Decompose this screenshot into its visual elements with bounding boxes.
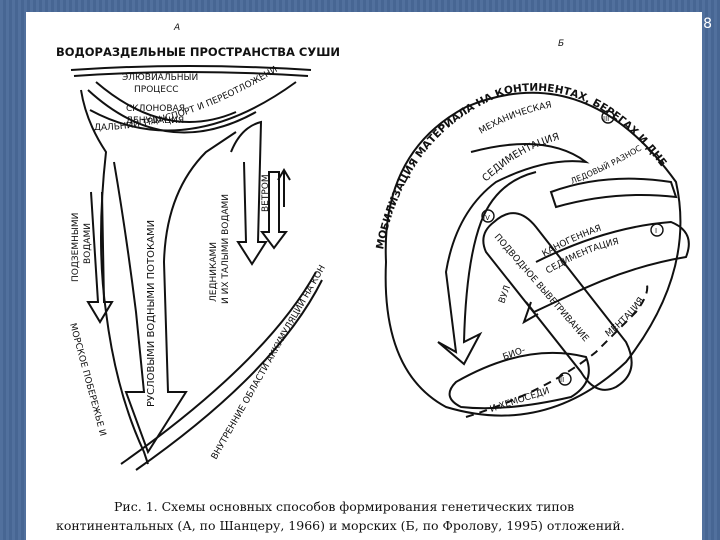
outline-right-2: [135, 279, 323, 471]
roman-4-circle: [481, 209, 495, 223]
roman-3-circle: [601, 110, 615, 124]
coast-label: МОРСКОЕ ПОБЕРЕЖЬЕ И: [67, 322, 107, 437]
wind-label: ВЕТРОМ: [261, 174, 271, 212]
bio-dashed-line: [465, 281, 649, 418]
mechanical-arrow: [437, 143, 590, 366]
volcanic-label: ВУЛ: [497, 284, 513, 305]
volcanic-arrow: [522, 301, 539, 325]
roman-1-label: I: [655, 227, 657, 235]
roman-3-label: III: [603, 115, 609, 123]
eluvial-label-2: ПРОЦЕСС: [134, 85, 179, 95]
figure-diagrams: А ВОДОРАЗДЕЛЬНЫЕ ПРОСТРАНСТВА СУШИ ЭЛЮВИ…: [22, 5, 690, 471]
mechanical-label: МЕХАНИЧЕСКАЯ: [478, 100, 553, 136]
caption-line-2: континентальных (А, по Шанцеру, 1966) и …: [56, 518, 625, 533]
groundwater-label-1: ПОДЗЕМНЫМИ: [71, 213, 81, 282]
eluvial-label-1: ЭЛЮВИАЛЬНЫЙ: [122, 71, 198, 83]
roman-1-circle: [650, 223, 664, 237]
diagram-b-labels: Б МОБИЛИЗАЦИЯ МАТЕРИАЛА НА КОНТИНЕНТАХ, …: [374, 39, 669, 415]
diagram-a-letter: А: [173, 23, 180, 33]
top-label: ВОДОРАЗДЕЛЬНЫЕ ПРОСТРАНСТВА СУШИ: [56, 45, 340, 59]
mobilization-label: МОБИЛИЗАЦИЯ МАТЕРИАЛА НА КОНТИНЕНТАХ, БЕ…: [374, 82, 669, 251]
slope-label-2: ДЕНУДАЦИЯ: [126, 116, 184, 126]
wind-arrow: [260, 171, 288, 250]
outer-ellipse: [384, 91, 682, 417]
glacier-arrow: [230, 120, 268, 266]
diagram-b: [384, 91, 690, 418]
groundwater-label-2: ВОДАМИ: [83, 223, 93, 264]
wind-small-arrow: [277, 168, 291, 207]
glaciers-label-1: ЛЕДНИКАМИ: [209, 242, 219, 302]
bio-band: [448, 351, 590, 410]
groundwater-arrow: [86, 191, 114, 324]
diagram-a: [70, 65, 323, 471]
divide-line-2: [73, 71, 309, 77]
slope-curve: [87, 89, 257, 134]
roman-4-label: IV: [483, 214, 490, 222]
roman-2-circle: [558, 372, 572, 386]
divide-line-1: [70, 65, 312, 71]
underwater-band: [482, 212, 633, 391]
caption-line-1: Рис. 1. Схемы основных способов формиров…: [114, 499, 575, 514]
figure-page: А ВОДОРАЗДЕЛЬНЫЕ ПРОСТРАНСТВА СУШИ ЭЛЮВИ…: [22, 5, 702, 540]
canogenic-band: [525, 220, 690, 314]
roman-2-label: II: [560, 376, 564, 384]
bio-label-1: БИО-: [502, 345, 527, 362]
mentation-label: МЕНТАЦИЯ: [604, 296, 647, 339]
streams-label: РУСЛОВЫМИ ВОДНЫМИ ПОТОКАМИ: [146, 220, 157, 407]
stream-arrow: [113, 131, 237, 455]
outline-left: [80, 89, 149, 465]
diagram-b-letter: Б: [558, 39, 564, 49]
transport-curve: [89, 81, 297, 132]
slope-label-1: СКЛОНОВАЯ: [126, 104, 185, 114]
eluvial-curve: [95, 81, 237, 123]
sedimentation-label: СЕДИМЕНТАЦИЯ: [480, 132, 560, 185]
slide-number: 8: [703, 16, 712, 32]
ice-band: [549, 177, 678, 209]
glaciers-label-2: И ИХ ТАЛЫМИ ВОДАМИ: [221, 194, 231, 304]
figure-caption: Рис. 1. Схемы основных способов формиров…: [56, 497, 671, 535]
diagram-a-labels: А ВОДОРАЗДЕЛЬНЫЕ ПРОСТРАНСТВА СУШИ ЭЛЮВИ…: [22, 5, 340, 461]
